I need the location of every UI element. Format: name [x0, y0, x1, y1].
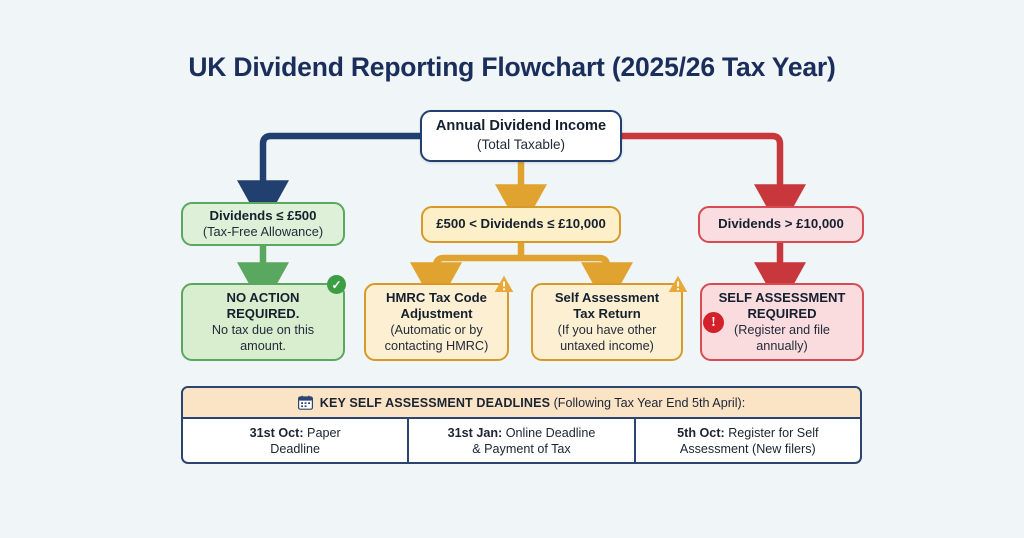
node-title: Dividends ≤ £500: [209, 208, 317, 224]
node-title-line2: Adjustment: [400, 305, 473, 321]
node-title: Dividends > £10,000: [718, 216, 844, 232]
deadline-text-2: Deadline: [270, 442, 321, 456]
alert-circle-icon: !: [703, 312, 724, 333]
deadlines-heading-strong: KEY SELF ASSESSMENT DEADLINES: [319, 395, 551, 410]
key-deadlines-panel: KEY SELF ASSESSMENT DEADLINES (Following…: [181, 386, 862, 464]
node-title-line2: REQUIRED.: [226, 305, 300, 321]
node-title-line1: Self Assessment: [554, 289, 660, 305]
calendar-icon: [297, 395, 313, 410]
node-condition-over-10000: Dividends > £10,000: [698, 206, 864, 243]
node-title-line1: NO ACTION: [226, 289, 300, 305]
node-action-self-assessment-tax-return: Self Assessment Tax Return (If you have …: [531, 283, 683, 361]
deadline-date: 31st Oct:: [249, 426, 304, 441]
node-subtitle-line2: annually): [756, 338, 808, 353]
check-circle-icon: ✓: [327, 275, 346, 294]
warning-triangle-icon: [494, 274, 514, 293]
node-title-line1: HMRC Tax Code: [386, 289, 487, 305]
node-subtitle: (Tax-Free Allowance): [202, 224, 324, 240]
deadline-cell-text: 31st Jan: Online Deadline& Payment of Ta…: [448, 426, 596, 457]
node-action-self-assessment-required: SELF ASSESSMENT REQUIRED (Register and f…: [700, 283, 864, 361]
deadline-date: 5th Oct:: [677, 426, 725, 441]
node-action-hmrc-tax-code-adjustment: HMRC Tax Code Adjustment (Automatic or b…: [364, 283, 509, 361]
deadlines-heading-text: KEY SELF ASSESSMENT DEADLINES (Following…: [320, 396, 745, 410]
node-subtitle-line1: (If you have other: [557, 323, 657, 338]
node-title-line1: SELF ASSESSMENT: [718, 289, 846, 305]
node-title: Annual Dividend Income: [435, 118, 607, 135]
node-subtitle-line2: untaxed income): [560, 338, 654, 353]
node-title-line2: REQUIRED: [747, 305, 817, 321]
node-subtitle-line1: (Automatic or by: [390, 323, 483, 338]
node-title-line2: Tax Return: [573, 305, 641, 321]
node-subtitle-line2: contacting HMRC): [384, 338, 489, 353]
node-annual-dividend-income: Annual Dividend Income (Total Taxable): [420, 110, 622, 162]
deadline-date: 31st Jan:: [447, 426, 503, 441]
page-title: UK Dividend Reporting Flowchart (2025/26…: [188, 52, 836, 82]
deadlines-header: KEY SELF ASSESSMENT DEADLINES (Following…: [183, 388, 860, 419]
deadline-text-2: & Payment of Tax: [472, 442, 571, 456]
deadline-text-1: Online Deadline: [502, 426, 596, 441]
deadlines-heading-rest: (Following Tax Year End 5th April):: [553, 395, 746, 410]
node-subtitle: (Total Taxable): [476, 137, 566, 153]
node-condition-500-to-10000: £500 < Dividends ≤ £10,000: [421, 206, 621, 243]
node-subtitle-line2: amount.: [240, 338, 286, 353]
warning-triangle-icon: [668, 274, 688, 293]
node-subtitle-line1: No tax due on this: [211, 323, 315, 338]
node-action-no-action-required: NO ACTION REQUIRED. No tax due on this a…: [181, 283, 345, 361]
deadline-text-2: Assessment (New filers): [679, 442, 816, 456]
node-condition-under-500: Dividends ≤ £500 (Tax-Free Allowance): [181, 202, 345, 246]
deadline-text-1: Register for Self: [724, 426, 819, 441]
deadline-text-1: Paper: [303, 426, 341, 441]
node-title: £500 < Dividends ≤ £10,000: [436, 216, 606, 232]
node-subtitle-line1: (Register and file: [734, 323, 830, 338]
deadline-cell-online: 31st Jan: Online Deadline& Payment of Ta…: [407, 419, 633, 462]
